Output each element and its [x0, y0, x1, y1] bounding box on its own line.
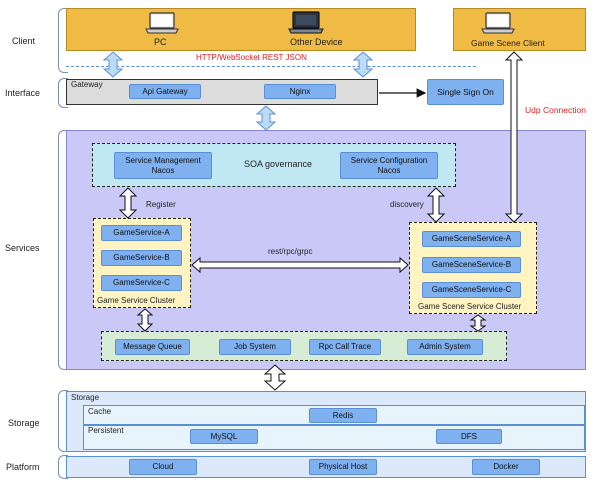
gateway-title: Gateway	[71, 80, 103, 89]
scene-cluster-infra-arrow	[469, 314, 487, 332]
physical-host-node: Physical Host	[309, 459, 377, 475]
game-service-c-node: GameService-C	[101, 275, 182, 291]
rpc-call-trace-node: Rpc Call Trace	[309, 339, 381, 355]
soa-governance-title: SOA governance	[244, 159, 313, 169]
game-scene-client-box	[453, 8, 586, 51]
platform-layer-bracket	[58, 455, 68, 479]
game-scene-service-a-node: GameSceneService-A	[422, 231, 521, 247]
services-layer-label: Services	[5, 243, 40, 253]
persistent-title: Persistent	[88, 426, 124, 435]
service-configuration-text: Service Configuration Nacos	[350, 155, 428, 175]
redis-node: Redis	[309, 408, 377, 423]
pc-label: PC	[154, 37, 167, 47]
discovery-arrow	[426, 187, 446, 223]
pc-gateway-arrow	[102, 51, 124, 78]
service-management-node: Service Management Nacos	[114, 152, 212, 179]
rpc-double-arrow	[191, 256, 409, 274]
client-box	[66, 8, 416, 51]
pc-laptop-icon	[145, 12, 179, 34]
mysql-node: MySQL	[190, 429, 258, 444]
api-gateway-node: Api Gateway	[129, 84, 201, 99]
udp-connection-arrow	[504, 51, 524, 223]
discovery-label: discovery	[390, 200, 424, 209]
storage-layer-bracket	[58, 390, 68, 452]
protocol-label: HTTP/WebSocket REST JSON	[196, 53, 307, 62]
nginx-node: Nginx	[264, 84, 336, 99]
udp-connection-label: Udp Connection	[525, 105, 586, 115]
game-scene-service-c-node: GameSceneService-C	[422, 282, 521, 298]
game-service-a-node: GameService-A	[101, 225, 182, 241]
game-scene-service-b-node: GameSceneService-B	[422, 257, 521, 273]
rpc-label: rest/rpc/grpc	[268, 247, 313, 256]
single-sign-on-node: Single Sign On	[427, 79, 504, 105]
message-queue-node: Message Queue	[115, 339, 190, 355]
cache-title: Cache	[88, 407, 112, 416]
register-label: Register	[146, 200, 176, 209]
dfs-node: DFS	[436, 429, 502, 444]
cloud-node: Cloud	[129, 459, 197, 475]
gateway-services-arrow	[255, 105, 277, 131]
job-system-node: Job System	[219, 339, 291, 355]
platform-layer-label: Platform	[6, 462, 40, 472]
admin-system-node: Admin System	[407, 339, 483, 355]
storage-layer-label: Storage	[8, 418, 40, 428]
docker-node: Docker	[472, 459, 540, 475]
interface-layer-bracket	[58, 78, 68, 108]
service-configuration-node: Service Configuration Nacos	[340, 152, 438, 179]
service-management-text: Service Management Nacos	[125, 155, 201, 175]
protocol-divider-line	[66, 66, 476, 67]
game-scene-service-cluster-title: Game Scene Service Cluster	[418, 302, 522, 311]
other-device-laptop-icon	[288, 11, 324, 34]
game-cluster-infra-arrow	[136, 308, 154, 332]
game-service-b-node: GameService-B	[101, 250, 182, 266]
other-device-label: Other Device	[290, 37, 343, 47]
client-layer-label: Client	[12, 36, 36, 46]
game-scene-client-label: Game Scene Client	[471, 38, 545, 48]
game-service-cluster-title: Game Service Cluster	[97, 296, 176, 305]
device-gateway-arrow	[352, 51, 374, 78]
services-layer-bracket	[58, 130, 68, 370]
client-layer-bracket	[58, 8, 68, 73]
storage-title: Storage	[71, 393, 100, 402]
services-storage-arrow	[263, 364, 287, 391]
game-scene-client-laptop-icon	[481, 12, 515, 34]
register-arrow	[118, 187, 138, 219]
interface-layer-label: Interface	[5, 88, 41, 98]
